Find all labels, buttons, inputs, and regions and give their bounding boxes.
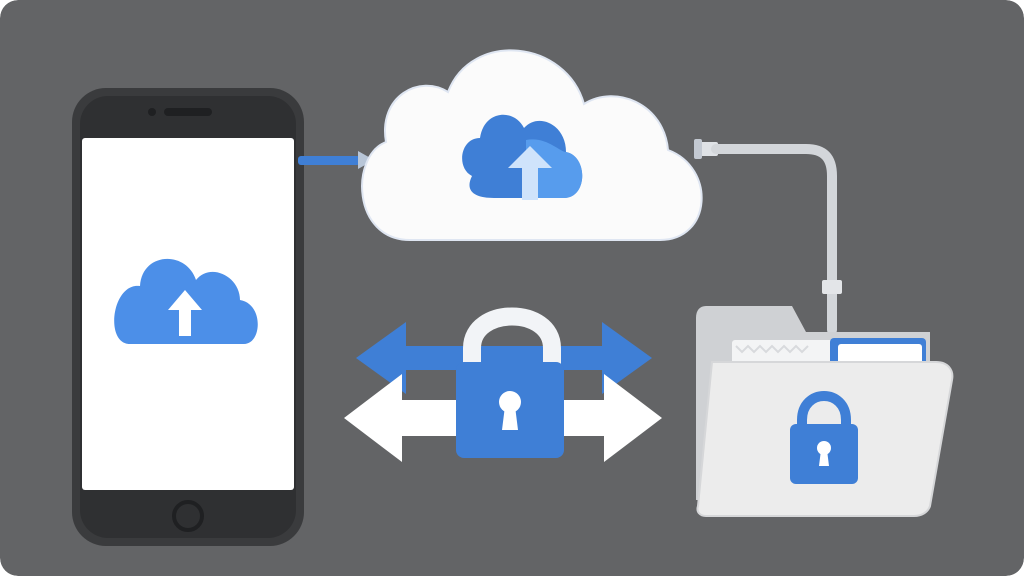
keyhole (499, 391, 521, 413)
cloud-upload-arrow-icon (508, 146, 552, 200)
folder-keyhole (817, 441, 831, 455)
folder-icon (696, 306, 954, 517)
phone-upload-arrow-icon (168, 290, 202, 336)
home-button (172, 500, 204, 532)
front-camera (148, 108, 156, 116)
folder-padlock-icon (790, 391, 858, 484)
earpiece (164, 108, 212, 116)
phone-cloud-upload-icon (114, 258, 258, 344)
padlock-icon (456, 307, 564, 458)
cloud-to-folder-pipe (694, 139, 842, 335)
phone-to-cloud-link (298, 151, 374, 169)
cloud-upload-icon (462, 114, 583, 200)
